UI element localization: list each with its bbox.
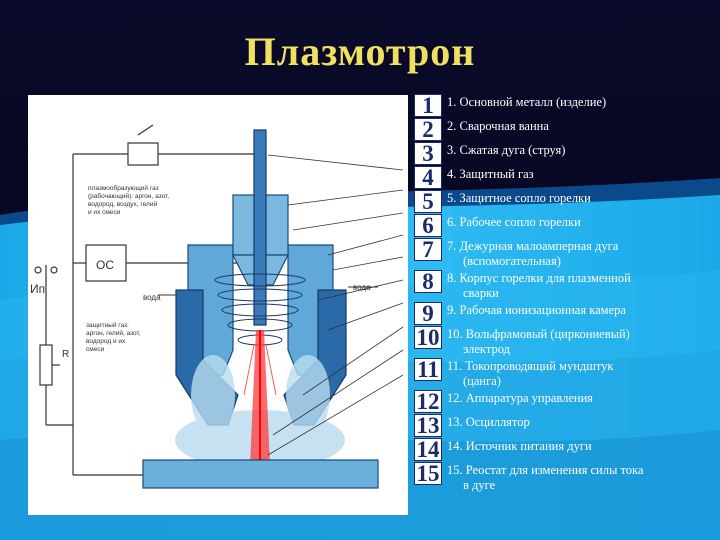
control-circuit	[34, 124, 258, 476]
electrode	[253, 129, 267, 326]
legend-item: 5 5. Защитное сопло горелки	[414, 189, 714, 213]
legend-number: 12	[414, 390, 442, 413]
legend-text: 5. Защитное сопло горелки	[447, 191, 591, 205]
slide-title: Плазмотрон	[244, 29, 476, 74]
legend-number: 13	[414, 414, 442, 437]
legend-item: 3 3. Сжатая дуга (струя)	[414, 141, 714, 165]
leader-lines	[267, 154, 404, 456]
legend-text: 7. Дежурная малоамперная дуга(вспомогате…	[447, 239, 619, 268]
legend-number: 1	[414, 94, 442, 117]
legend-number: 7	[414, 238, 442, 261]
legend-number: 6	[414, 214, 442, 237]
legend-item: 6 6. Рабочее сопло горелки	[414, 213, 714, 237]
legend-number: 9	[414, 302, 442, 325]
plasmatron-diagram: ОС Ип R плазмообразующий газ (рабочающий…	[28, 95, 408, 515]
legend-list: 1 1. Основной металл (изделие) 2 2. Свар…	[414, 93, 714, 493]
legend-item: 9 9. Рабочая ионизационная камера	[414, 301, 714, 325]
legend-item: 10 10. Вольфрамовый (циркониевый)электро…	[414, 325, 714, 357]
legend-text: 1. Основной металл (изделие)	[447, 95, 607, 109]
legend-text: 4. Защитный газ	[447, 167, 534, 181]
ip-label: Ип	[30, 282, 45, 296]
legend-number: 4	[414, 166, 442, 189]
legend-number: 5	[414, 190, 442, 213]
plasma-gas-label: плазмообразующий газ (рабочающий): аргон…	[88, 184, 171, 216]
legend-item: 13 13. Осциллятор	[414, 413, 714, 437]
legend-item: 14 14. Источник питания дуги	[414, 437, 714, 461]
legend-text: 13. Осциллятор	[447, 415, 530, 429]
legend-number: 3	[414, 142, 442, 165]
shield-gas-label: защитный газ: аргон, гелий, азот, водоро…	[86, 321, 142, 353]
legend-item: 1 1. Основной металл (изделие)	[414, 93, 714, 117]
r-label: R	[62, 349, 69, 360]
legend-text: 3. Сжатая дуга (струя)	[447, 143, 566, 157]
legend-item: 12 12. Аппаратура управления	[414, 389, 714, 413]
legend-text: 11. Токопроводящий мундштук(цанга)	[447, 359, 614, 388]
ionization-spiral	[214, 273, 306, 346]
legend-text: 10. Вольфрамовый (циркониевый)электрод	[447, 327, 630, 356]
legend-number: 8	[414, 270, 442, 293]
water-left-label: вода	[143, 293, 161, 302]
legend-text: 12. Аппаратура управления	[447, 391, 594, 405]
legend-item: 4 4. Защитный газ	[414, 165, 714, 189]
legend-text: 9. Рабочая ионизационная камера	[447, 303, 626, 317]
legend-item: 11 11. Токопроводящий мундштук(цанга)	[414, 357, 714, 389]
legend-item: 2 2. Сварочная ванна	[414, 117, 714, 141]
workpiece	[142, 459, 379, 489]
legend-text: 2. Сварочная ванна	[447, 119, 549, 133]
legend-number: 11	[414, 358, 442, 381]
legend-text: 14. Источник питания дуги	[447, 439, 592, 453]
legend-number: 10	[414, 326, 442, 349]
legend-item: 7 7. Дежурная малоамперная дуга(вспомога…	[414, 237, 714, 269]
legend-number: 15	[414, 462, 442, 485]
legend-number: 2	[414, 118, 442, 141]
os-label: ОС	[96, 258, 114, 272]
legend-number: 14	[414, 438, 442, 461]
legend-text: 6. Рабочее сопло горелки	[447, 215, 581, 229]
